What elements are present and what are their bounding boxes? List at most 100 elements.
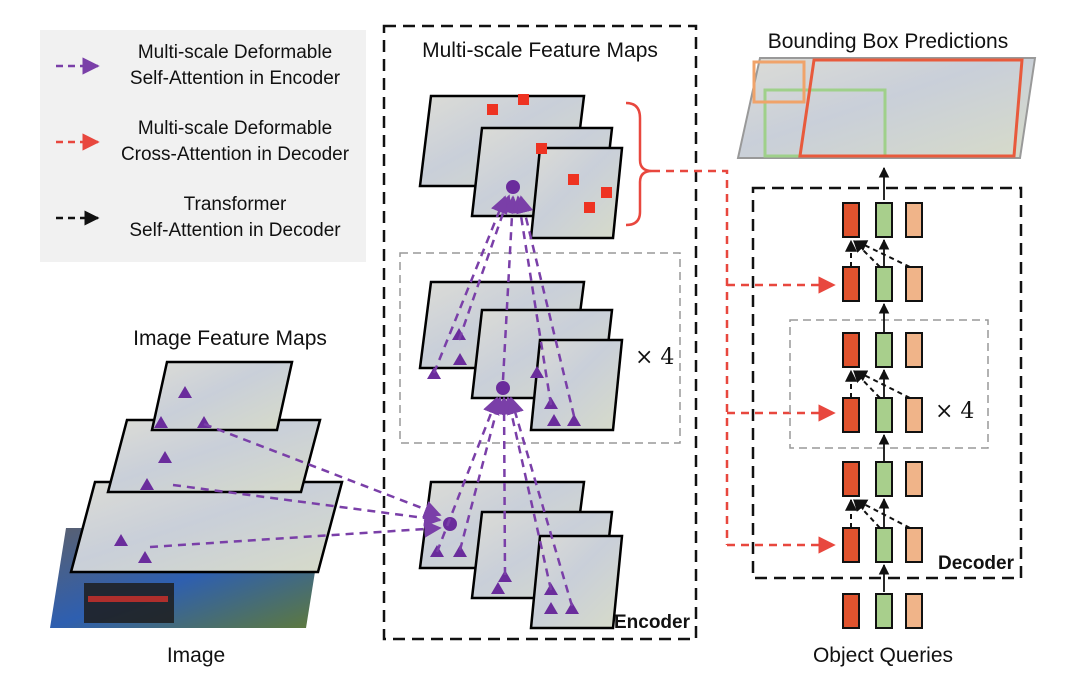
sample-triangle — [158, 451, 172, 463]
legend-cross-attention-line1: Multi-scale Deformable — [138, 118, 332, 139]
reference-point-middle — [496, 381, 510, 395]
input-feature-map-3 — [529, 534, 624, 630]
token-red — [842, 527, 860, 563]
decoder-label: Decoder — [938, 553, 1015, 574]
sample-triangle — [453, 353, 467, 365]
sample-triangle — [138, 551, 152, 563]
legend-self-attention-line2: Self-Attention in Decoder — [129, 220, 341, 241]
self-attention-arrow — [853, 370, 881, 399]
decoder: Decoder × 4 — [751, 166, 1023, 667]
token-green — [875, 202, 893, 238]
self-attention-arrow — [853, 499, 881, 529]
sample-triangle — [567, 414, 581, 426]
input-image-shirt — [84, 583, 174, 623]
sample-triangle — [140, 478, 154, 490]
image-feature-maps-label: Image Feature Maps — [133, 327, 327, 350]
encoder-title: Multi-scale Feature Maps — [422, 39, 658, 62]
query-green — [875, 593, 893, 629]
token-red — [842, 397, 860, 433]
output-feature-map-3 — [529, 146, 624, 240]
sampling-point — [487, 104, 498, 115]
image-feature-map-large — [69, 480, 344, 574]
sample-triangle — [544, 602, 558, 614]
legend: Multi-scale Deformable Self-Attention in… — [40, 30, 366, 262]
encoder-layer-arrow — [502, 396, 553, 591]
middle-sampling-triangles — [427, 328, 581, 426]
input-image-shirt-stripe — [88, 596, 168, 602]
sample-triangle — [491, 582, 505, 594]
encoder-layer-arrow — [511, 195, 553, 406]
self-attention-arrow — [854, 240, 911, 268]
image-to-encoder-arrow — [172, 483, 442, 527]
token-orange — [905, 202, 923, 238]
sample-triangle — [498, 570, 512, 582]
sample-triangle — [565, 602, 579, 614]
object-queries — [842, 593, 923, 629]
token-red — [842, 461, 860, 497]
sampling-point — [568, 174, 579, 185]
encoder-repeat-box — [399, 252, 681, 444]
reference-point-bottom — [443, 517, 457, 531]
sampling-points-red — [487, 94, 612, 213]
decoder-repeat-box — [789, 319, 989, 449]
token-red — [842, 266, 860, 302]
decoder-repeat-label: × 4 — [935, 399, 974, 424]
encoder-layer-arrow — [495, 396, 513, 576]
encoder-layer-arrow — [432, 195, 508, 374]
token-green — [875, 266, 893, 302]
self-attention-arrow — [854, 370, 911, 399]
token-green — [875, 527, 893, 563]
reference-point-top — [506, 180, 520, 194]
token-green — [875, 332, 893, 368]
prediction-box-orange — [752, 60, 806, 104]
cross-attention-trunk — [652, 169, 729, 545]
image-to-encoder-arrow — [149, 520, 442, 549]
sample-triangle — [453, 545, 467, 557]
image-label: Image — [167, 644, 225, 667]
sample-triangle — [154, 416, 168, 428]
bounding-box-predictions: Bounding Box Predictions — [736, 30, 1037, 159]
encoder-label: Encoder — [614, 612, 691, 633]
sampling-point — [518, 94, 529, 105]
middle-feature-map-3 — [529, 338, 624, 432]
token-orange — [905, 332, 923, 368]
encoder-output-brace — [625, 101, 653, 227]
encoder-repeat-label: × 4 — [635, 345, 674, 370]
decoder-self-attention-arrows — [845, 239, 911, 529]
token-red — [842, 332, 860, 368]
self-attention-arrow — [853, 240, 881, 268]
encoder-layer-arrow — [501, 195, 521, 381]
prediction-box-red — [798, 58, 1024, 158]
sample-triangle — [178, 386, 192, 398]
sampling-point — [536, 143, 547, 154]
object-queries-label: Object Queries — [813, 644, 953, 667]
encoder-attention-arrows — [149, 194, 576, 607]
legend-encoder-attention-line1: Multi-scale Deformable — [138, 42, 332, 63]
decoder-box — [751, 186, 1023, 580]
cross-attention-arrows — [652, 169, 836, 554]
encoder: Multi-scale Feature Maps Encoder × 4 — [149, 24, 698, 641]
encoder-box — [382, 24, 698, 641]
legend-self-attention-line1: Transformer — [184, 194, 287, 215]
self-attention-arrow — [854, 499, 911, 529]
token-orange — [905, 461, 923, 497]
query-orange — [905, 593, 923, 629]
query-red — [842, 593, 860, 629]
bounding-box-predictions-label: Bounding Box Predictions — [768, 30, 1009, 53]
sample-triangle — [547, 414, 561, 426]
image-to-encoder-arrow — [203, 422, 442, 518]
sample-triangle — [114, 534, 128, 546]
legend-encoder-attention-line2: Self-Attention in Encoder — [130, 68, 341, 89]
token-orange — [905, 397, 923, 433]
token-orange — [905, 266, 923, 302]
legend-cross-attention-line2: Cross-Attention in Decoder — [121, 144, 350, 165]
token-green — [875, 397, 893, 433]
token-red — [842, 202, 860, 238]
image-backbone: Image Feature Maps Image — [50, 327, 344, 667]
sample-triangle — [452, 328, 466, 340]
token-green — [875, 461, 893, 497]
sampling-point — [584, 202, 595, 213]
encoder-layer-arrow — [516, 195, 576, 417]
encoder-layer-arrow — [458, 396, 505, 551]
